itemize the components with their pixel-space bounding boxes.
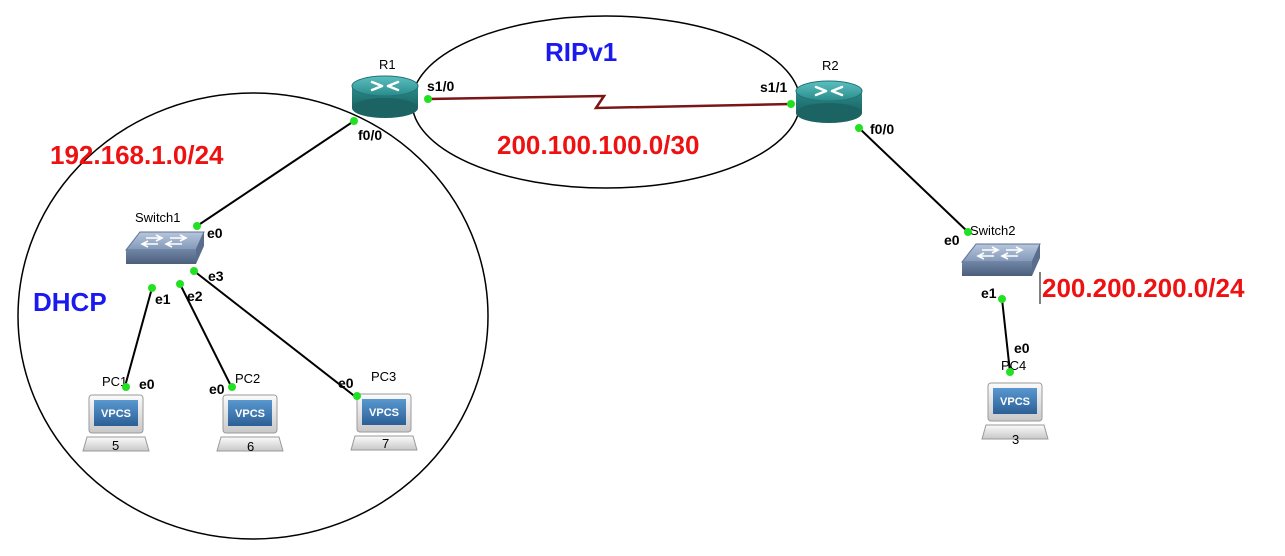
router-icon xyxy=(351,75,419,118)
port-dot-r2-f00 xyxy=(855,124,863,132)
pc2-name: PC2 xyxy=(235,371,260,386)
port-dot-sw1-e2 xyxy=(176,280,184,288)
rip-protocol-label: RIPv1 xyxy=(545,37,617,67)
port-dot-sw2-e0 xyxy=(964,228,972,236)
pc1-screen-text: VPCS xyxy=(101,408,131,420)
pc1-console-number: 5 xyxy=(112,438,119,453)
pc2[interactable]: VPCS xyxy=(216,394,284,452)
port-dot-r1-s10 xyxy=(424,95,432,103)
iface-label-pc1-e0: e0 xyxy=(139,376,155,392)
dhcp-zone-ellipse xyxy=(17,92,489,540)
iface-label-r1-f00: f0/0 xyxy=(358,127,382,143)
pc2-console-number: 6 xyxy=(247,439,254,454)
switch2-name: Switch2 xyxy=(970,223,1016,238)
vpcs-pc-icon: VPCS xyxy=(216,394,284,452)
r1-name: R1 xyxy=(379,57,396,72)
port-dot-pc1-e0 xyxy=(122,383,130,391)
pc2-screen-text: VPCS xyxy=(235,408,265,420)
link-switch1-pc1[interactable] xyxy=(123,287,153,391)
iface-label-sw2-e0: e0 xyxy=(944,232,960,248)
serial-link-r1-r2[interactable] xyxy=(427,94,792,110)
pc3-screen-text: VPCS xyxy=(369,407,399,419)
iface-label-pc3-e0: e0 xyxy=(338,375,354,391)
iface-label-pc4-e0: e0 xyxy=(1014,340,1030,356)
switch2[interactable] xyxy=(960,243,1041,276)
link-r2-switch2[interactable] xyxy=(858,127,969,233)
port-dot-r1-f00 xyxy=(350,117,358,125)
pc4-screen-text: VPCS xyxy=(1000,396,1030,408)
port-dot-sw2-e1 xyxy=(998,295,1006,303)
switch-icon xyxy=(124,231,205,264)
iface-label-sw2-e1: e1 xyxy=(981,285,997,301)
pc3-console-number: 7 xyxy=(382,436,389,451)
iface-label-r2-s11: s1/1 xyxy=(760,79,787,95)
pc1[interactable]: VPCS xyxy=(82,394,150,452)
iface-label-r1-s10: s1/0 xyxy=(427,78,454,94)
router-r2[interactable] xyxy=(795,80,863,123)
port-indicators xyxy=(122,95,1014,400)
router-icon xyxy=(795,80,863,123)
pc4[interactable]: VPCS xyxy=(981,382,1049,440)
port-dot-sw1-e3 xyxy=(190,267,198,275)
iface-label-sw1-e0: e0 xyxy=(207,225,223,241)
lan2-network-label: 200.200.200.0/24 xyxy=(1042,273,1245,303)
switch-icon xyxy=(960,243,1041,276)
port-dot-sw1-e1 xyxy=(148,284,156,292)
port-dot-sw1-e0 xyxy=(193,222,201,230)
link-switch2-pc4[interactable] xyxy=(1001,298,1011,373)
pc1-name: PC1 xyxy=(102,374,127,389)
port-dot-pc3-e0 xyxy=(353,392,361,400)
vpcs-pc-icon: VPCS xyxy=(350,393,418,451)
pc3[interactable]: VPCS xyxy=(350,393,418,451)
router-r1[interactable] xyxy=(351,75,419,118)
vpcs-pc-icon: VPCS xyxy=(981,382,1049,440)
link-switch1-pc3[interactable] xyxy=(193,270,358,399)
wan-network-label: 200.100.100.0/30 xyxy=(497,130,699,160)
pc4-console-number: 3 xyxy=(1012,432,1019,447)
switch1-name: Switch1 xyxy=(135,210,181,225)
link-r1-switch1[interactable] xyxy=(196,120,355,227)
lan1-network-label: 192.168.1.0/24 xyxy=(50,140,224,170)
port-dot-pc4-e0 xyxy=(1006,368,1014,376)
iface-label-sw1-e1: e1 xyxy=(155,291,171,307)
iface-label-sw1-e2: e2 xyxy=(187,288,203,304)
switch1[interactable] xyxy=(124,231,205,264)
link-switch1-pc2[interactable] xyxy=(179,283,233,389)
iface-label-sw1-e3: e3 xyxy=(208,268,224,284)
iface-label-r2-f00: f0/0 xyxy=(870,121,894,137)
r2-name: R2 xyxy=(822,58,839,73)
pc3-name: PC3 xyxy=(371,369,396,384)
port-dot-pc2-e0 xyxy=(228,383,236,391)
iface-label-pc2-e0: e0 xyxy=(209,381,225,397)
vpcs-pc-icon: VPCS xyxy=(82,394,150,452)
dhcp-label: DHCP xyxy=(33,287,107,317)
port-dot-r2-s11 xyxy=(787,100,795,108)
